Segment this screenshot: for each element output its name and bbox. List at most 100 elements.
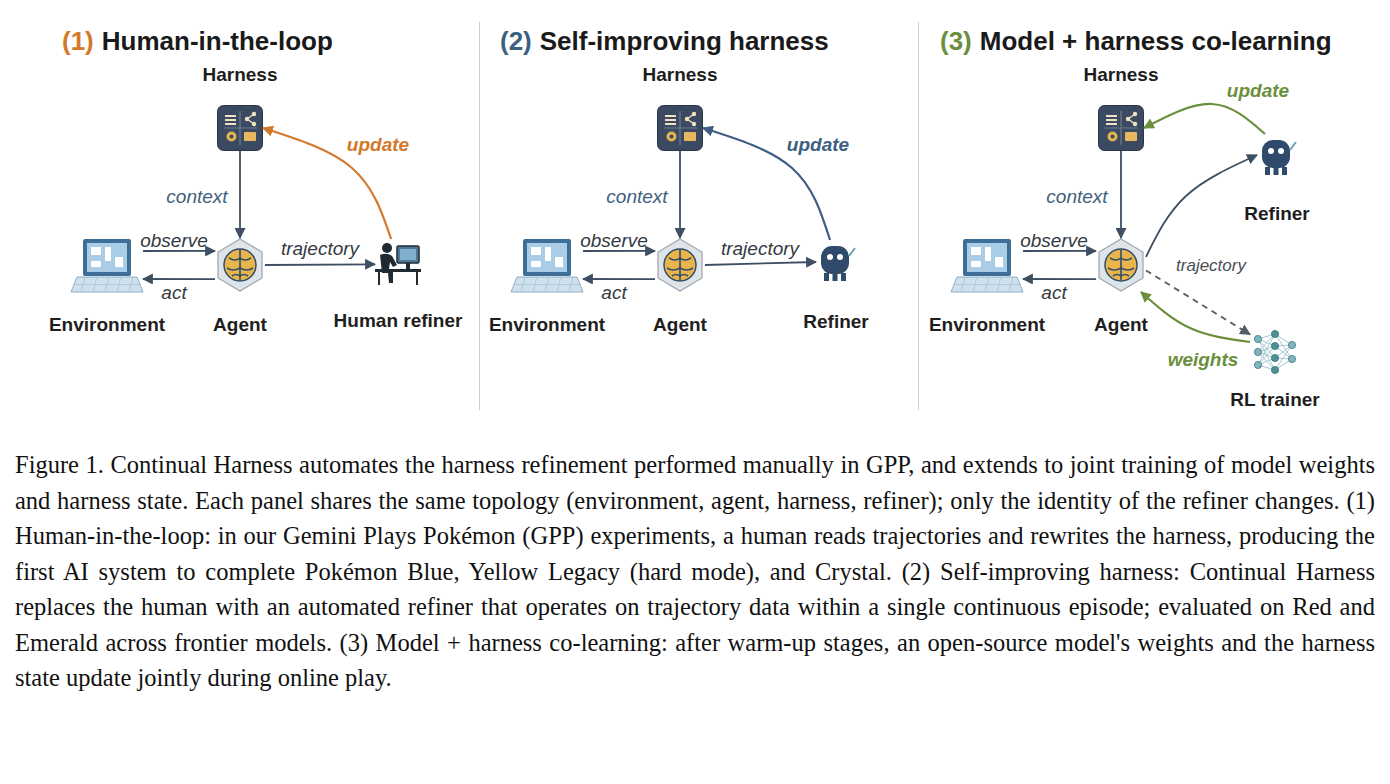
- node-label: Environment: [489, 314, 605, 336]
- connector-arrow: [1146, 155, 1257, 257]
- grid-line: [954, 284, 1020, 285]
- robot-eye: [1278, 148, 1284, 154]
- harness-illustration: [1098, 105, 1144, 151]
- screen-block: [91, 261, 101, 267]
- screen-inner: [87, 243, 127, 272]
- connector-arrow: [1141, 292, 1250, 342]
- icon-node: Agent: [655, 238, 705, 292]
- person-head: [382, 243, 392, 253]
- node-label: Human refiner: [334, 310, 463, 332]
- env-illustration: [951, 237, 1023, 293]
- edge-label: context: [166, 186, 227, 208]
- panel-title: (1): [62, 26, 94, 56]
- icon-gear-hole: [670, 135, 674, 139]
- panel-title: (2): [500, 26, 532, 56]
- panel-title: Self-improving harness: [540, 26, 829, 56]
- robot-body: [821, 246, 849, 274]
- robot-body: [1262, 140, 1290, 168]
- edge-label: observe: [580, 230, 648, 252]
- connector-arrow: [1023, 278, 1096, 280]
- icon-line: [1106, 123, 1117, 125]
- rl-illustration: [1250, 327, 1300, 377]
- human-illustration: [375, 239, 421, 285]
- edge-label: trajectory: [281, 238, 359, 260]
- screen-block: [105, 247, 111, 261]
- brain-folds: [667, 250, 693, 280]
- network-node: [1271, 342, 1278, 349]
- edge-label: act: [601, 282, 626, 304]
- edge-label: observe: [140, 230, 208, 252]
- icon-book: [244, 132, 256, 141]
- env-illustration: [511, 237, 583, 293]
- icon-node: Agent: [215, 238, 265, 292]
- robot-illustration: [816, 240, 856, 284]
- icon-dot: [245, 117, 249, 121]
- brain-folds: [227, 250, 253, 280]
- environment-base: [951, 277, 1023, 292]
- icon-line: [225, 119, 236, 121]
- edge-label: trajectory: [721, 238, 799, 260]
- screen-block: [115, 257, 123, 267]
- icon-gear: [227, 132, 237, 142]
- robot-leg: [1274, 167, 1279, 175]
- panel-separator: [479, 22, 480, 410]
- icon-dot: [692, 112, 696, 116]
- screen-block: [995, 257, 1003, 267]
- edge-label: trajectory: [1176, 255, 1246, 277]
- node-label: Agent: [653, 314, 707, 336]
- icon-line: [1106, 119, 1117, 121]
- robot-leg: [841, 273, 846, 281]
- icon-divider: [1104, 127, 1138, 128]
- panel-title: Human-in-the-loop: [102, 26, 333, 56]
- panel-title: Model + harness co-learning: [980, 26, 1332, 56]
- agent-hexagon: [1099, 239, 1143, 291]
- screen-block: [985, 247, 991, 261]
- robot-eye: [837, 254, 843, 260]
- network-node: [1254, 335, 1261, 342]
- connector-arrow: [679, 151, 681, 238]
- node-label: Refiner: [803, 311, 868, 333]
- node-label: Environment: [49, 314, 165, 336]
- icon-line: [225, 123, 236, 125]
- robot-pen: [1290, 142, 1296, 150]
- icon-node: Harness: [217, 105, 263, 151]
- figure-caption: Figure 1. Continual Harness automates th…: [15, 447, 1375, 696]
- node-label: Harness: [643, 64, 718, 86]
- agent-illustration: [215, 238, 265, 292]
- harness-icon: [218, 106, 263, 151]
- screen-block: [545, 247, 551, 261]
- edge-label: context: [606, 186, 667, 208]
- icon-dot: [1133, 122, 1137, 126]
- harness-illustration: [217, 105, 263, 151]
- icon-node: Harness: [1098, 105, 1144, 151]
- icon-node: Human refiner: [375, 239, 421, 285]
- desk-leg: [416, 272, 418, 285]
- icon-book: [1125, 132, 1137, 141]
- icon-node: Environment: [511, 237, 583, 293]
- node-label: Refiner: [1244, 203, 1309, 225]
- icon-line: [665, 123, 676, 125]
- icon-divider: [223, 127, 257, 128]
- icon-gear-hole: [230, 135, 234, 139]
- icon-dot: [1126, 117, 1130, 121]
- edge-label: update: [1227, 80, 1289, 102]
- edge-label: act: [1041, 282, 1066, 304]
- icon-divider: [663, 127, 697, 128]
- icon-node: RL trainer: [1250, 327, 1300, 377]
- grid-line: [74, 284, 140, 285]
- screen-block: [531, 247, 541, 255]
- node-label: Agent: [1094, 314, 1148, 336]
- connector-arrow: [265, 263, 375, 266]
- icon-dot: [1133, 112, 1137, 116]
- connector-arrow: [1146, 270, 1250, 334]
- harness-illustration: [657, 105, 703, 151]
- icon-gear: [667, 132, 677, 142]
- connector-arrow: [583, 278, 655, 280]
- grid-line: [514, 284, 580, 285]
- agent-illustration: [1096, 238, 1146, 292]
- node-label: Agent: [213, 314, 267, 336]
- harness-icon: [1099, 106, 1144, 151]
- network-node: [1288, 355, 1295, 362]
- agent-illustration: [655, 238, 705, 292]
- edge-label: weights: [1168, 349, 1239, 371]
